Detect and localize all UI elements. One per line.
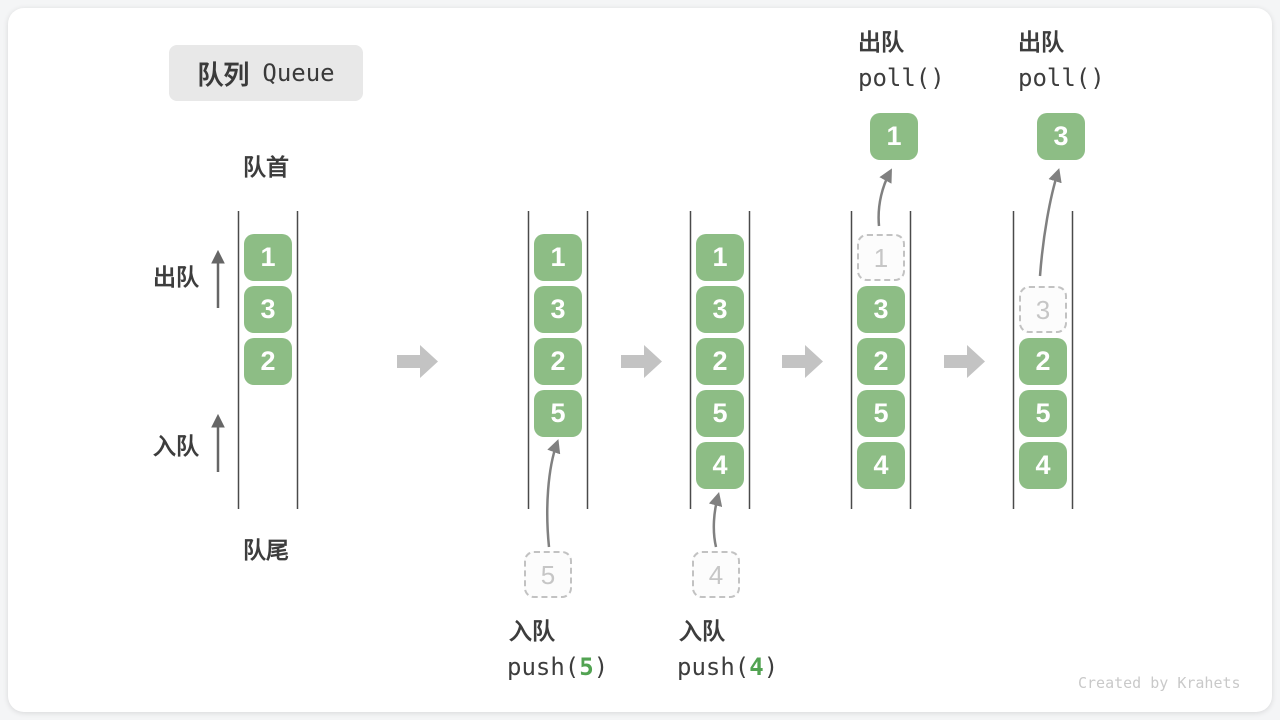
- title-badge: 队列 Queue: [169, 45, 363, 101]
- enqueue-side-label: 入队: [153, 433, 199, 459]
- enqueue-op-label: 入队: [509, 618, 555, 644]
- poll-code-label: poll(): [858, 64, 945, 92]
- push-source-cell: 5: [524, 551, 572, 598]
- title-en: Queue: [262, 59, 335, 87]
- enqueue-op-label: 入队: [679, 618, 725, 644]
- queue-cell: 4: [1019, 442, 1067, 489]
- polled-ghost-cell: 1: [857, 234, 905, 281]
- code-arg: 5: [579, 653, 594, 681]
- queue-cell: 1: [534, 234, 582, 281]
- title-zh: 队列: [197, 59, 250, 90]
- queue-cell: 3: [696, 286, 744, 333]
- queue-cell: 5: [696, 390, 744, 437]
- code-arg: 4: [749, 653, 764, 681]
- queue-cell: 5: [857, 390, 905, 437]
- watermark: Created by Krahets: [1078, 674, 1241, 692]
- queue-rear-label: 队尾: [243, 537, 289, 563]
- queue-cell: 3: [534, 286, 582, 333]
- queue-cell: 2: [857, 338, 905, 385]
- queue-cell: 2: [1019, 338, 1067, 385]
- queue-cell: 2: [696, 338, 744, 385]
- queue-cell: 5: [1019, 390, 1067, 437]
- queue-cell: 1: [244, 234, 292, 281]
- code-text: ): [763, 653, 779, 681]
- polled-ghost-cell: 3: [1019, 286, 1067, 333]
- code-text: push(: [507, 653, 580, 681]
- queue-cell: 2: [534, 338, 582, 385]
- queue-cell: 4: [857, 442, 905, 489]
- queue-cell: 1: [696, 234, 744, 281]
- queue-cell: 5: [534, 390, 582, 437]
- queue-front-label: 队首: [243, 154, 289, 180]
- code-text: push(: [677, 653, 750, 681]
- queue-cell: 3: [244, 286, 292, 333]
- push-source-cell: 4: [692, 551, 740, 598]
- queue-cell: 3: [857, 286, 905, 333]
- poll-result-cell: 3: [1037, 113, 1085, 160]
- dequeue-op-label: 出队: [1018, 29, 1064, 55]
- queue-cell: 2: [244, 338, 292, 385]
- code-text: ): [593, 653, 609, 681]
- dequeue-side-label: 出队: [153, 264, 199, 290]
- dequeue-op-label: 出队: [858, 29, 904, 55]
- poll-result-cell: 1: [870, 113, 918, 160]
- poll-code-label: poll(): [1018, 64, 1105, 92]
- queue-cell: 4: [696, 442, 744, 489]
- push-code-label: push(4): [677, 655, 778, 679]
- card-background: [8, 8, 1272, 712]
- push-code-label: push(5): [507, 655, 608, 679]
